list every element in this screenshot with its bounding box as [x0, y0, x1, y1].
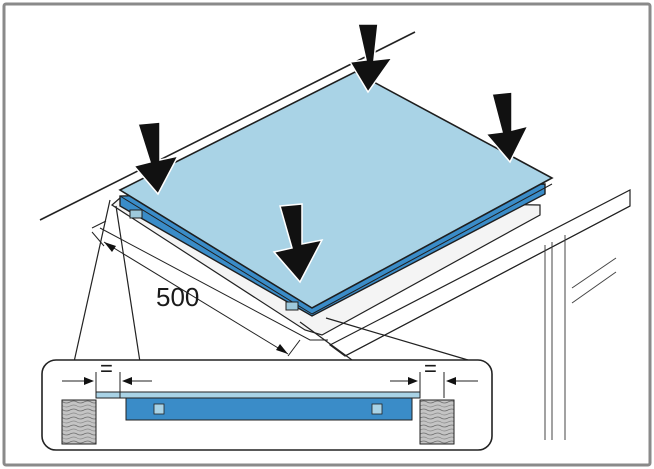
press-down-arrow-icon	[132, 121, 180, 196]
press-down-arrow-icon	[348, 23, 394, 94]
dimension-arrow-icon	[276, 344, 288, 354]
press-arrows	[132, 23, 530, 284]
press-down-arrow-icon	[272, 203, 324, 284]
hob-section	[125, 397, 413, 421]
hob	[118, 71, 554, 317]
mounting-clip-front	[285, 301, 299, 311]
dimension-label: 500	[156, 282, 199, 312]
wood-grain-icon	[61, 399, 97, 445]
press-down-arrow-icon	[484, 91, 530, 164]
dimension-arrow-icon	[408, 377, 418, 385]
callout-leaders	[73, 199, 469, 363]
gap-left-equal-sign: =	[100, 356, 113, 381]
hob-glass-top	[118, 71, 554, 309]
dimension-arrow-icon	[446, 377, 456, 385]
gap-right-equal-sign: =	[424, 356, 437, 381]
dimension-arrow-icon	[122, 377, 132, 385]
mounting-clip-left	[129, 209, 143, 219]
dimension-arrow-icon	[104, 242, 116, 252]
detail-callout: = =	[41, 356, 493, 451]
wood-grain-icon	[419, 399, 455, 445]
dimension-arrow-icon	[84, 377, 94, 385]
depth-dimension: 500	[91, 231, 301, 357]
